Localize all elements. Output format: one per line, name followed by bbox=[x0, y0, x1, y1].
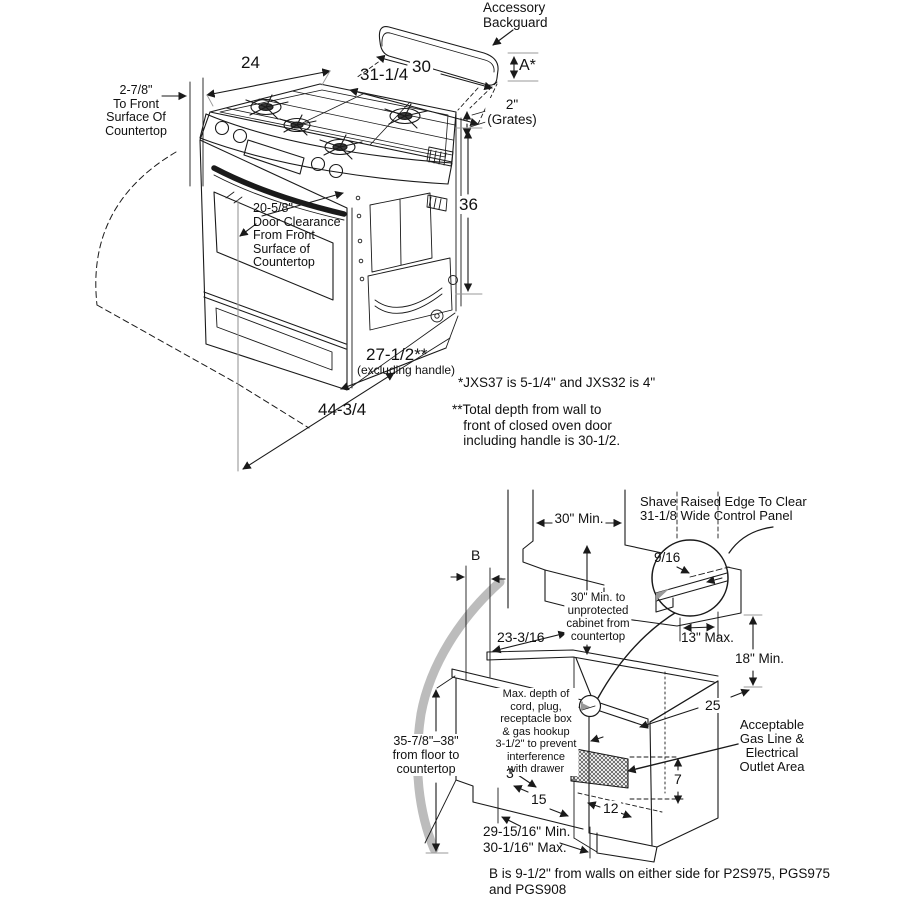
cooktop-drawing bbox=[209, 83, 457, 163]
control-panel-drawing bbox=[199, 113, 453, 185]
cabinet-clearance-note: 30" Min. to unprotected cabinet from cou… bbox=[564, 592, 632, 644]
footnote-models: *JXS37 is 5-1/4" and JXS32 is 4" bbox=[458, 375, 656, 390]
shave-edge-note: Shave Raised Edge To Clear 31-1/8 Wide C… bbox=[640, 494, 807, 524]
accessory-backguard-label: Accessory Backguard bbox=[483, 0, 548, 30]
install-cutaway-drawing bbox=[412, 489, 774, 863]
countertop-offset-note: 2-7/8" To Front Surface Of Countertop bbox=[105, 83, 167, 138]
dim-30-backguard: 30 bbox=[410, 57, 433, 77]
knob-icon bbox=[232, 128, 248, 144]
dim-30-min: 30" Min. bbox=[552, 511, 606, 527]
knob-icon bbox=[328, 163, 344, 179]
dim-3: 3 bbox=[506, 765, 514, 781]
opening-width-note: 29-15/16" Min. 30-1/16" Max. bbox=[483, 824, 571, 855]
dim-18-min: 18" Min. bbox=[733, 651, 787, 667]
door-window bbox=[213, 191, 334, 301]
shave-edge-detail bbox=[655, 565, 730, 613]
dim-a-star: A* bbox=[519, 57, 536, 74]
dim-36: 36 bbox=[457, 195, 480, 215]
dimension-lines-top bbox=[161, 29, 539, 472]
outlet-area-hatch bbox=[570, 747, 629, 789]
right-cabinet-drawing bbox=[570, 657, 719, 863]
side-wall-band bbox=[412, 577, 505, 854]
dim-15: 15 bbox=[529, 791, 549, 808]
display-panel bbox=[243, 139, 305, 175]
dim-44-3-4: 44-3/4 bbox=[318, 400, 367, 419]
grates-height-note: 2" (Grates) bbox=[485, 97, 539, 128]
vent-grille bbox=[426, 194, 448, 212]
outlet-area-label: Acceptable Gas Line & Electrical Outlet … bbox=[739, 717, 805, 775]
dim-9-16: 9/16 bbox=[654, 550, 681, 565]
vent-grille bbox=[426, 146, 454, 167]
dim-25: 25 bbox=[703, 697, 723, 714]
dim-7: 7 bbox=[672, 771, 684, 788]
door-clearance-note: 20-5/8" Door Clearance From Front Surfac… bbox=[253, 201, 341, 269]
dim-24: 24 bbox=[241, 53, 260, 72]
callout-source-circle bbox=[578, 694, 602, 718]
cord-depth-note: Max. depth of cord, plug, receptacle box… bbox=[493, 688, 579, 776]
dim-b-label: B bbox=[471, 547, 481, 563]
floor-height-note: 35-7/8"–38" from floor to countertop bbox=[390, 734, 462, 776]
dimension-lines-bottom bbox=[425, 518, 763, 859]
dim-27-1-2: 27-1/2** bbox=[366, 345, 428, 364]
excluding-handle-note: (excluding handle) bbox=[356, 363, 456, 377]
callout-leader bbox=[597, 610, 679, 699]
dim-31-1-4: 31-1/4 bbox=[360, 65, 409, 84]
door-handle bbox=[211, 165, 347, 217]
footer-note: B is 9-1/2" from walls on either side fo… bbox=[489, 866, 830, 897]
footnote-total-depth: **Total depth from wall to front of clos… bbox=[452, 402, 621, 449]
shave-note-leader bbox=[728, 526, 774, 554]
side-cutaway-drawing bbox=[346, 113, 462, 391]
knob-icon bbox=[310, 156, 326, 172]
caster-wheel bbox=[430, 309, 444, 323]
drawer-front bbox=[215, 307, 333, 371]
dim-23-3-16: 23-3/16 bbox=[497, 629, 545, 645]
backguard-drawing bbox=[378, 26, 499, 86]
dim-12: 12 bbox=[601, 800, 621, 817]
knob-icon bbox=[214, 120, 230, 136]
dim-13-max: 13" Max. bbox=[681, 630, 734, 645]
gas-pipe bbox=[374, 287, 443, 314]
